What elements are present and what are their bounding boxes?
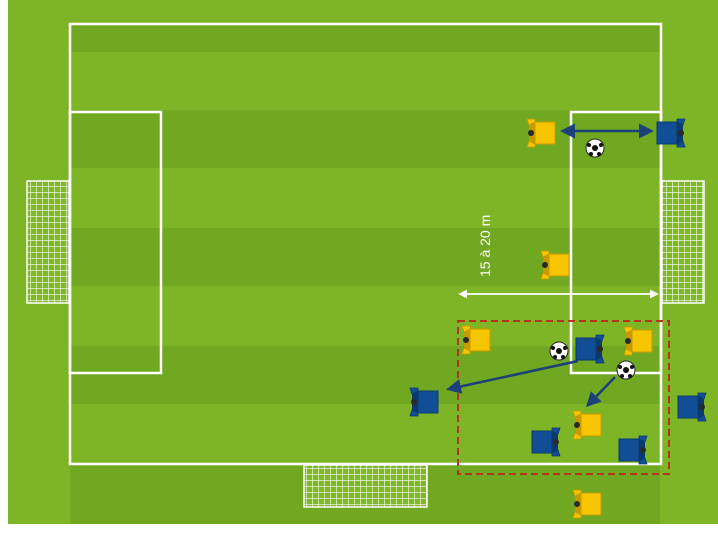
player-yellow-3 [462,326,490,354]
soccer-ball-icon [586,139,604,157]
player-yellow-1 [527,119,555,147]
goal-net-icon [27,181,69,303]
pitch-grass [8,0,718,524]
goal-net-icon [304,465,427,507]
player-yellow-2 [541,251,569,279]
player-blue-2 [576,335,604,363]
player-yellow-6 [573,490,601,518]
player-yellow-5 [573,411,601,439]
player-blue-1 [657,119,685,147]
player-blue-5 [532,428,560,456]
player-blue-4 [678,393,706,421]
distance-label: 15 à 20 m [477,215,493,277]
goal-net-icon [662,181,704,303]
player-blue-3 [410,388,438,416]
soccer-ball-icon [617,361,635,379]
player-blue-6 [619,436,647,464]
player-yellow-4 [624,327,652,355]
soccer-ball-icon [550,342,568,360]
